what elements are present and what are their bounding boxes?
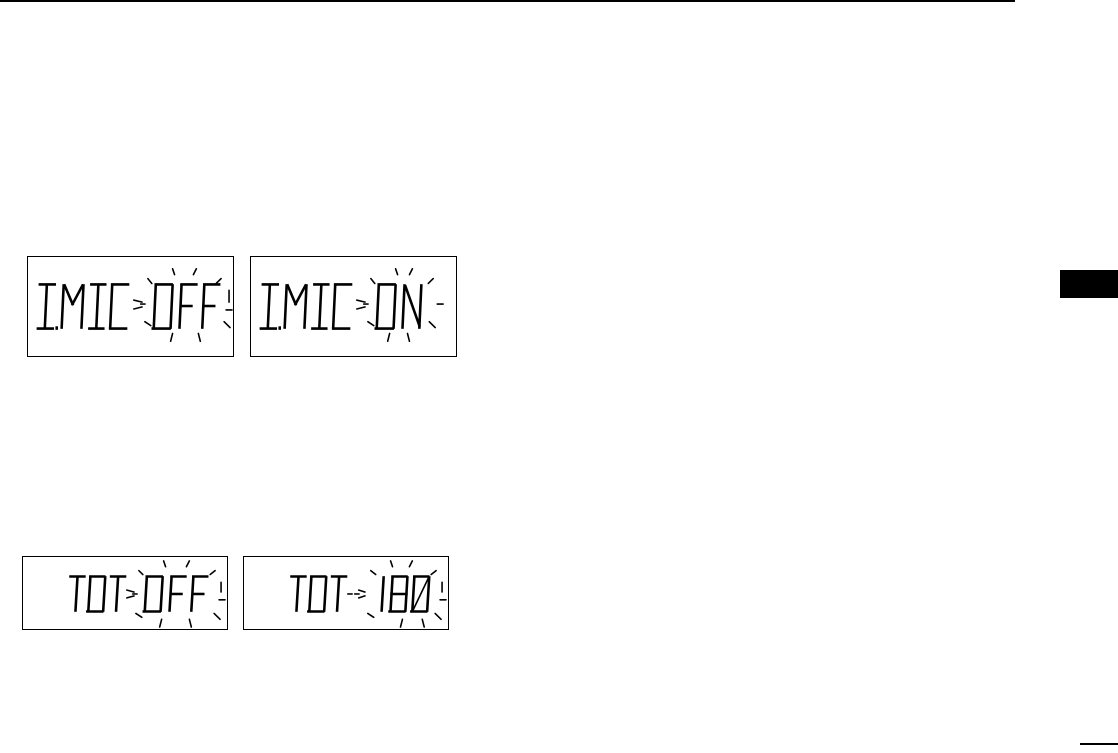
char-i [38,284,57,328]
lcd-imic-on-segments [251,257,456,356]
char-t-2 [332,576,346,610]
char-i-2 [89,284,105,328]
char-n [403,285,422,327]
char-c [110,284,128,328]
char-o [376,284,396,328]
lcd-tot-off-segments [23,557,227,629]
char-1 [382,577,384,610]
top-rule [0,0,1015,2]
lcd-imic-off-segments [28,257,233,356]
char-0 [411,576,429,611]
char-c [333,284,351,328]
char-t-2 [111,576,125,610]
section-tab [1060,270,1118,298]
char-8 [390,576,408,611]
char-i-2 [312,284,328,328]
char-m [62,285,84,327]
lcd-tot-180: TOT 180 [243,556,449,630]
separator [348,590,365,598]
separator [357,300,368,309]
blink-marks [368,269,443,342]
char-o-2 [144,576,163,611]
char-f [170,576,186,610]
lcd-imic-off: I.MIC OFF [27,256,234,357]
lcd-imic-on: I.MIC ON [250,256,457,357]
char-t [292,576,306,610]
char-f [180,284,197,327]
lcd-tot-off: TOT OFF [22,556,228,630]
char-o [308,576,326,611]
lcd-tot-180-segments [244,557,448,629]
char-f-2 [202,284,219,327]
char-i [261,284,280,328]
char-o [153,284,173,328]
separator [134,300,145,309]
separator [127,590,137,598]
char-m [285,285,307,327]
char-o [87,576,105,611]
char-t [71,576,85,610]
char-f-2 [191,576,207,610]
page-corner-mark [1080,743,1118,745]
